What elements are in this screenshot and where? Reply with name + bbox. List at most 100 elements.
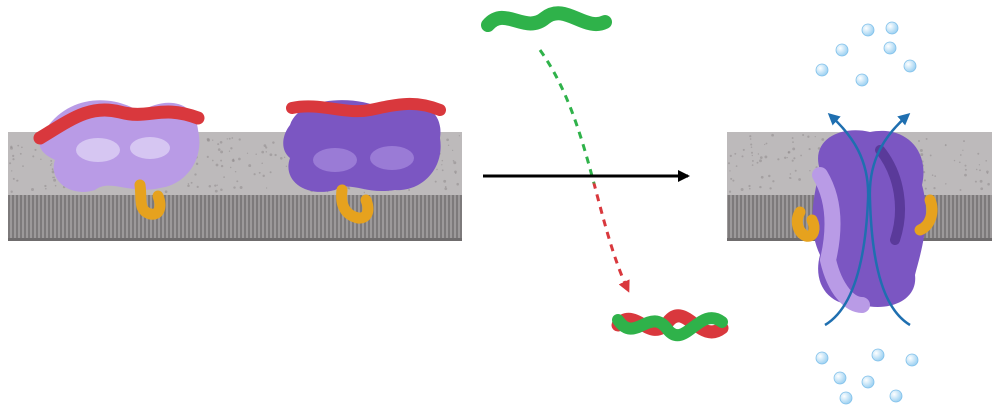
membrane-speckle (19, 152, 22, 155)
membrane-speckle (750, 146, 753, 148)
membrane-speckle (164, 190, 168, 194)
membrane-speckle (214, 189, 218, 193)
membrane-speckle (231, 137, 234, 139)
membrane-speckle (10, 190, 13, 193)
lock-strand (286, 97, 446, 118)
membrane-speckle (12, 158, 15, 161)
membrane-speckle (40, 158, 42, 160)
membrane-speckle (214, 184, 217, 187)
membrane-speckle (953, 159, 956, 162)
membrane-speckle (728, 190, 732, 193)
origami-hole (313, 148, 357, 172)
membrane-speckle (11, 170, 13, 172)
membrane-speckle (51, 163, 53, 165)
membrane-speckle (21, 146, 23, 149)
membrane-speckle (980, 187, 984, 191)
membrane-speckle (945, 183, 947, 185)
membrane-speckle (793, 157, 796, 160)
membrane-speckle (985, 159, 988, 162)
membrane-speckle (807, 135, 810, 138)
membrane-edge (8, 238, 462, 241)
membrane-speckle (44, 184, 47, 188)
ion-flow-arrow (868, 113, 911, 327)
membrane-speckle (261, 150, 265, 154)
membrane-speckle (219, 140, 223, 144)
cholesterol-anchor (336, 184, 374, 224)
membrane-speckle (239, 186, 243, 189)
membrane-speckle (16, 180, 18, 182)
origami-hole (370, 146, 414, 170)
membrane-speckle (50, 159, 53, 162)
membrane-speckle (800, 154, 802, 157)
membrane-speckle (740, 188, 744, 191)
ion-particle-icon (861, 23, 875, 37)
membrane-speckle (217, 143, 220, 146)
membrane-speckle (759, 185, 762, 189)
membrane-speckle (759, 156, 763, 159)
membrane-speckle (742, 148, 745, 151)
membrane-speckle (748, 184, 751, 188)
membrane-speckle (238, 157, 241, 161)
membrane-speckle (228, 137, 231, 140)
lock-strand (33, 103, 205, 145)
cholesterol-anchor (134, 179, 166, 220)
membrane-speckle (986, 170, 989, 174)
membrane-speckle (436, 168, 438, 171)
membrane-speckle (230, 166, 232, 169)
membrane-speckle (974, 180, 977, 183)
origami-hole (130, 137, 170, 159)
ion-particle-icon (861, 375, 875, 389)
membrane-speckle (751, 159, 754, 162)
membrane-speckle (771, 133, 774, 137)
membrane-speckle (196, 185, 199, 189)
membrane-speckle (458, 135, 461, 137)
membrane-speckle (768, 174, 771, 178)
membrane-speckle (792, 141, 794, 143)
membrane-speckle (12, 177, 15, 180)
membrane-speckle (920, 153, 924, 157)
membrane-speckle (441, 159, 444, 162)
dna-strand-icon (481, 6, 612, 32)
membrane-speckle (760, 175, 764, 179)
membrane-speckle (408, 189, 411, 191)
membrane-speckle (10, 146, 13, 150)
dna-duplex-icon (611, 309, 729, 342)
membrane-speckle (212, 139, 214, 141)
membrane-speckle (272, 141, 275, 144)
membrane-speckle (17, 144, 20, 147)
membrane-speckle (236, 180, 239, 183)
membrane-speckle (735, 165, 738, 167)
membrane-speckle (216, 184, 218, 186)
membrane-speckle (749, 135, 752, 138)
membrane-speckle (347, 186, 350, 189)
membrane-lipid-layer (8, 195, 462, 240)
membrane-speckle (454, 172, 457, 174)
membrane-speckle (230, 147, 233, 150)
membrane-speckle (454, 170, 457, 174)
membrane-speckle (751, 164, 754, 166)
membrane-speckle (924, 187, 927, 190)
membrane-speckle (986, 172, 989, 174)
membrane-speckle (772, 180, 775, 183)
membrane-speckle (789, 173, 792, 175)
membrane-speckle (452, 159, 455, 162)
membrane-speckle (447, 144, 450, 147)
membrane-speckle (220, 188, 223, 191)
ion-particle-icon (889, 389, 903, 403)
membrane-speckle (434, 180, 437, 183)
membrane-speckle (769, 187, 772, 190)
membrane-speckle (757, 153, 760, 155)
membrane-speckle (791, 159, 794, 162)
ion-flow-arrow (824, 112, 870, 327)
membrane-speckle (228, 150, 231, 152)
closed-nanopore-dark (283, 97, 446, 224)
membrane-speckle (265, 151, 268, 153)
membrane-speckle (923, 179, 926, 182)
membrane-speckle (925, 137, 928, 140)
open-nanopore (791, 130, 938, 313)
membrane-speckle (786, 156, 788, 159)
membrane-speckle (220, 159, 223, 162)
membrane-speckle (817, 147, 821, 150)
membrane-speckle (211, 159, 214, 162)
